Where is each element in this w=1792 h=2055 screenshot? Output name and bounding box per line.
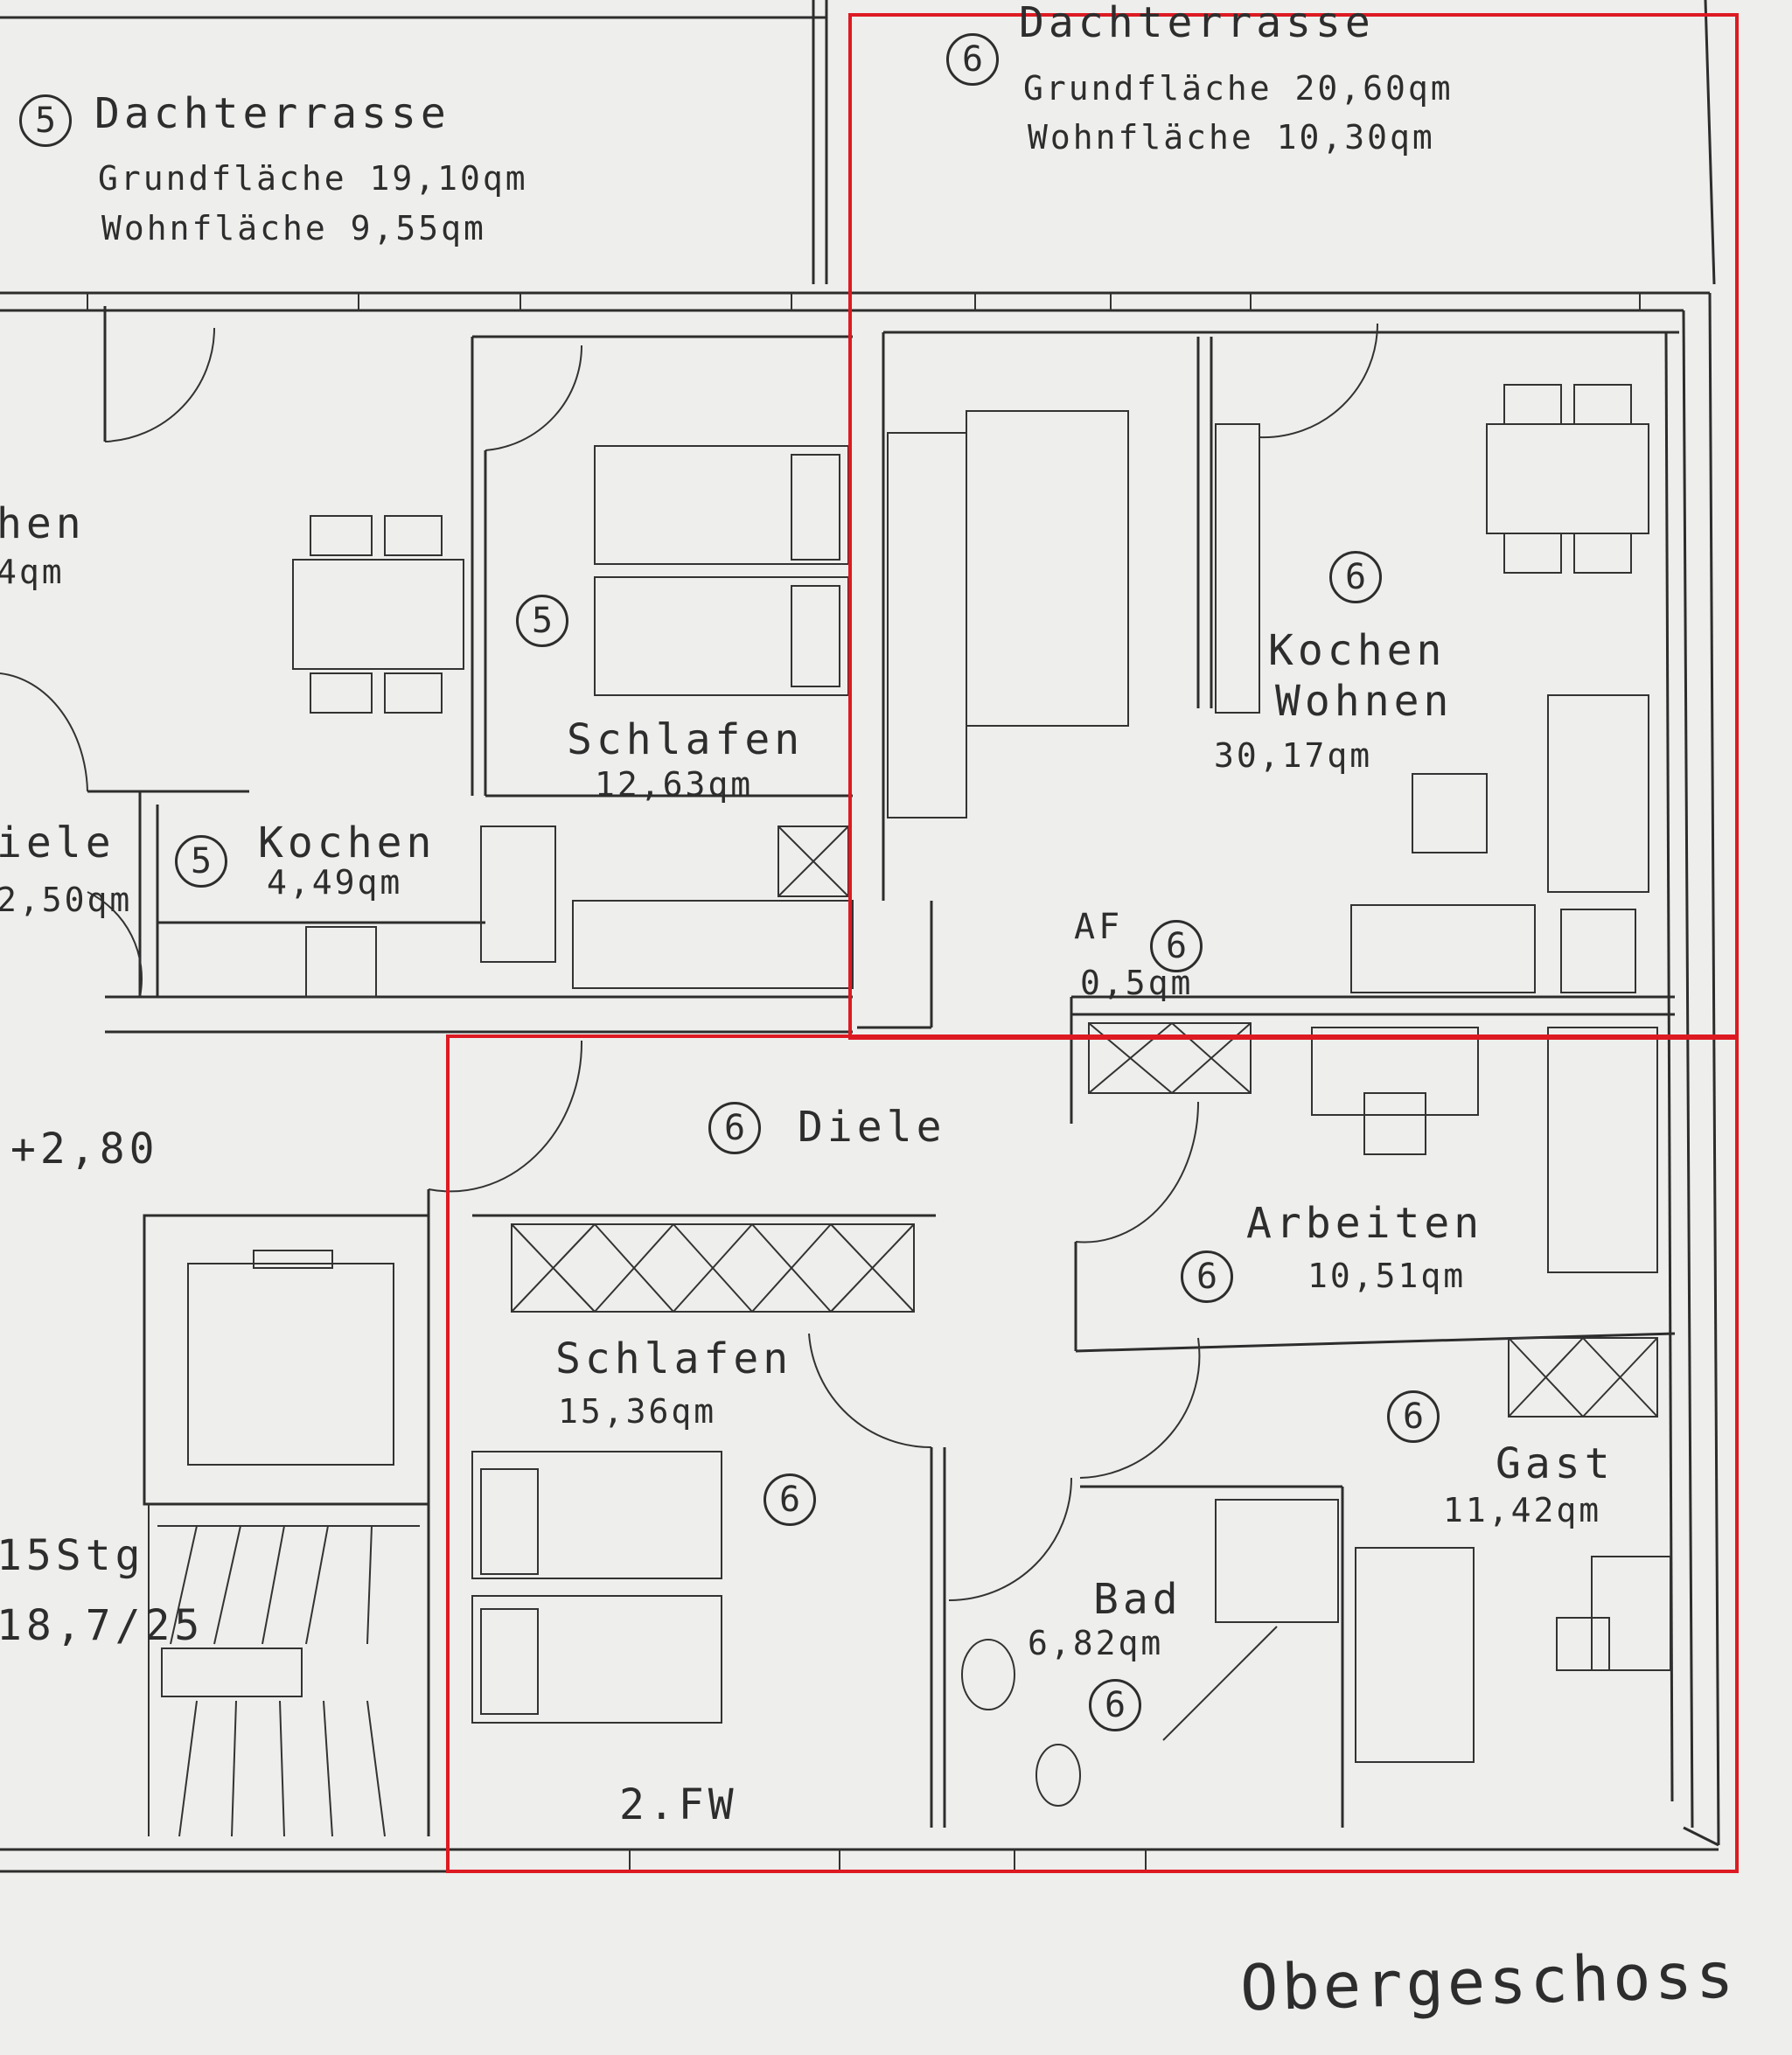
- unit6-schlafen-number: 6: [764, 1473, 816, 1526]
- unit6-schlafen-name: Schlafen: [555, 1334, 793, 1383]
- sheet-title: Obergeschoss: [1238, 1938, 1739, 2025]
- unit5-kochen-area: 4,49qm: [267, 863, 403, 902]
- unit6-diele-number: 6: [708, 1102, 761, 1154]
- unit6-arbeiten-name: Arbeiten: [1246, 1199, 1484, 1248]
- unit6-kochen-wohnen-area: 30,17qm: [1214, 736, 1373, 775]
- unit5-diele-partial-area: 2,50qm: [0, 881, 133, 919]
- unit6-bad-name: Bad: [1093, 1575, 1182, 1624]
- unit5-terrace-name: Dachterrasse: [94, 89, 450, 138]
- unit6-terrace-name: Dachterrasse: [1019, 0, 1375, 47]
- unit5-kochen-number: 5: [175, 835, 227, 888]
- unit6-gast-area: 11,42qm: [1443, 1491, 1602, 1529]
- unit5-wohnen-partial-area: 4qm: [0, 553, 65, 591]
- stair-steps: 15Stg: [0, 1531, 145, 1580]
- unit6-gast-number: 6: [1387, 1390, 1440, 1443]
- unit6-af-name: AF: [1074, 907, 1124, 947]
- highlight-boxes: [446, 13, 1739, 1873]
- unit6-gast-name: Gast: [1496, 1439, 1614, 1488]
- terrace-lines: [0, 0, 1716, 285]
- unit6-af-number: 6: [1150, 920, 1203, 972]
- unit6-diele-name: Diele: [798, 1103, 946, 1152]
- unit6-terrace-wohnflaeche: Wohnfläche 10,30qm: [1028, 118, 1435, 157]
- unit5-terrace-grundflaeche: Grundfläche 19,10qm: [98, 159, 528, 198]
- unit5-diele-partial-name: iele: [0, 819, 115, 867]
- unit6-terrace-grundflaeche: Grundfläche 20,60qm: [1023, 69, 1454, 108]
- unit5-walls: [0, 306, 854, 1034]
- apartment-label: 2.FW: [619, 1780, 738, 1829]
- stair-dimension: 18,7/25: [0, 1601, 205, 1650]
- unit6-kochen-name: Kochen: [1268, 626, 1447, 675]
- unit6-bad-area: 6,82qm: [1028, 1624, 1164, 1662]
- unit5-terrace-wohnflaeche: Wohnfläche 9,55qm: [101, 209, 486, 247]
- unit5-schlafen-number: 5: [516, 595, 568, 647]
- unit5-schlafen-area: 12,63qm: [595, 765, 754, 804]
- unit6-wohnen-name: Wohnen: [1275, 677, 1454, 726]
- unit6-terrace-number: 6: [946, 33, 999, 86]
- unit6-schlafen-area: 15,36qm: [558, 1392, 717, 1431]
- elevation-label: +2,80: [10, 1125, 159, 1174]
- unit5-kochen-name: Kochen: [258, 819, 436, 867]
- unit6-walls: [427, 323, 1679, 1836]
- staircase: [143, 1214, 430, 1837]
- unit5-schlafen-name: Schlafen: [567, 715, 805, 764]
- unit6-bad-number: 6: [1089, 1679, 1141, 1731]
- unit6-arbeiten-area: 10,51qm: [1307, 1257, 1467, 1295]
- highlight-lower: [446, 1034, 1739, 1873]
- unit6-kochen-wohnen-number: 6: [1329, 551, 1382, 603]
- unit5-terrace-number: 5: [19, 94, 72, 147]
- unit5-wohnen-partial-name: hen: [0, 499, 86, 548]
- unit6-arbeiten-number: 6: [1181, 1250, 1233, 1303]
- unit6-af-area: 0,5qm: [1080, 964, 1194, 1002]
